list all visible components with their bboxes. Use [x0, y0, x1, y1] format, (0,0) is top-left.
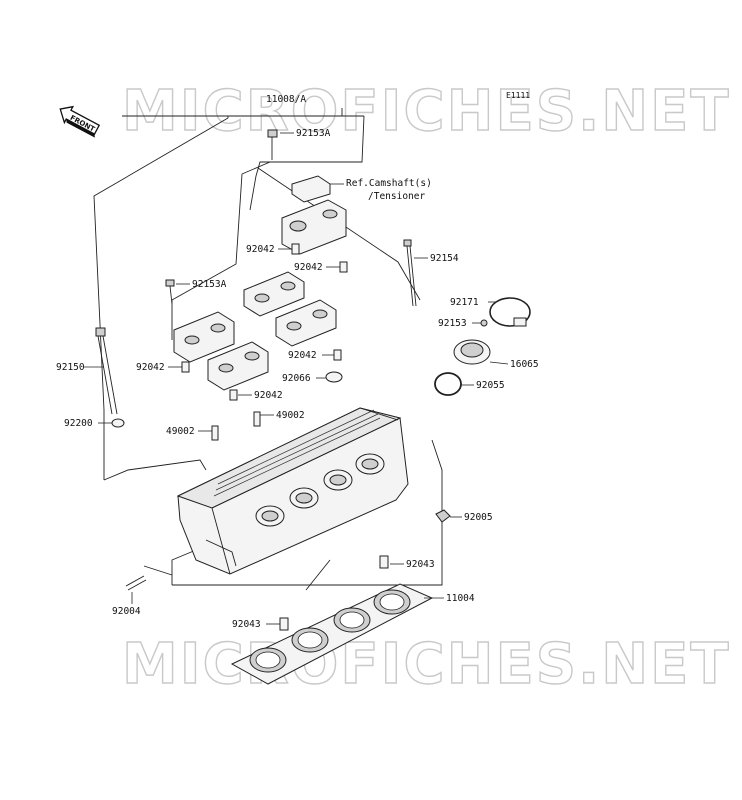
assembly-bracket: [93, 108, 443, 591]
label-gasket: 11004: [446, 593, 475, 604]
cam-cap-5: [207, 341, 269, 391]
dowel-b: [326, 261, 348, 273]
bolt-cap: [165, 279, 190, 305]
cam-cap-front: [281, 199, 347, 255]
clamp: [488, 297, 531, 327]
cylinder-head: [176, 407, 409, 575]
cam-cap-2: [243, 271, 305, 317]
gasket: [230, 583, 444, 685]
o-ring: [434, 372, 474, 396]
label-dowel-a: 92042: [246, 244, 275, 255]
label-stud-long: 92150: [56, 362, 85, 373]
label-bolt-long: 92154: [430, 253, 459, 264]
dowel-g: [266, 617, 289, 631]
label-pin-a: 49002: [166, 426, 195, 437]
dowel-c: [322, 349, 342, 361]
label-dowel-f: 92043: [406, 559, 435, 570]
dowel-d: [168, 361, 190, 373]
label-pin-b: 49002: [276, 410, 305, 421]
front-arrow-icon: FRONT: [59, 105, 101, 138]
dowel-e: [229, 389, 252, 401]
label-dowel-d: 92042: [136, 362, 165, 373]
label-dowel-e: 92042: [254, 390, 283, 401]
watermark-top: MICROFICHES.NET: [122, 79, 731, 144]
washer-b: [98, 418, 125, 428]
label-washer-b: 92200: [64, 418, 93, 429]
label-washer: 92066: [282, 373, 311, 384]
label-assembly: 11008/A: [266, 94, 306, 105]
label-dowel-b: 92042: [294, 262, 323, 273]
watermark-bottom: MICROFICHES.NET: [122, 632, 731, 697]
label-bolt-top: 92153A: [296, 128, 331, 139]
bolt-top: [267, 129, 294, 160]
bolt-long: [403, 239, 428, 307]
bolt-small: [472, 319, 488, 327]
label-stud: 92004: [112, 606, 141, 617]
label-dowel-c: 92042: [288, 350, 317, 361]
label-dowel-g: 92043: [232, 619, 261, 630]
plug: [435, 509, 462, 523]
camshaft-bracket: [291, 175, 344, 203]
label-bolt-cap: 92153A: [192, 279, 227, 290]
label-clamp: 92171: [450, 297, 479, 308]
cam-cap-3: [173, 311, 235, 363]
label-ref-line2: /Tensioner: [368, 191, 425, 202]
stud-long: [84, 327, 118, 415]
washer: [316, 371, 343, 383]
label-plug: 92005: [464, 512, 493, 523]
holder: [453, 339, 509, 365]
pin-a: [198, 425, 219, 441]
label-bolt-small: 92153: [438, 318, 467, 329]
dowel-a: [278, 243, 300, 255]
pin-b: [253, 411, 274, 427]
label-holder: 16065: [510, 359, 539, 370]
cam-cap-4: [275, 299, 337, 347]
dowel-f: [379, 555, 404, 569]
stud: [125, 575, 147, 604]
label-ref-line1: Ref.Camshaft(s): [346, 178, 432, 189]
label-oring: 92055: [476, 380, 505, 391]
diagram-id: E1111: [506, 91, 530, 100]
